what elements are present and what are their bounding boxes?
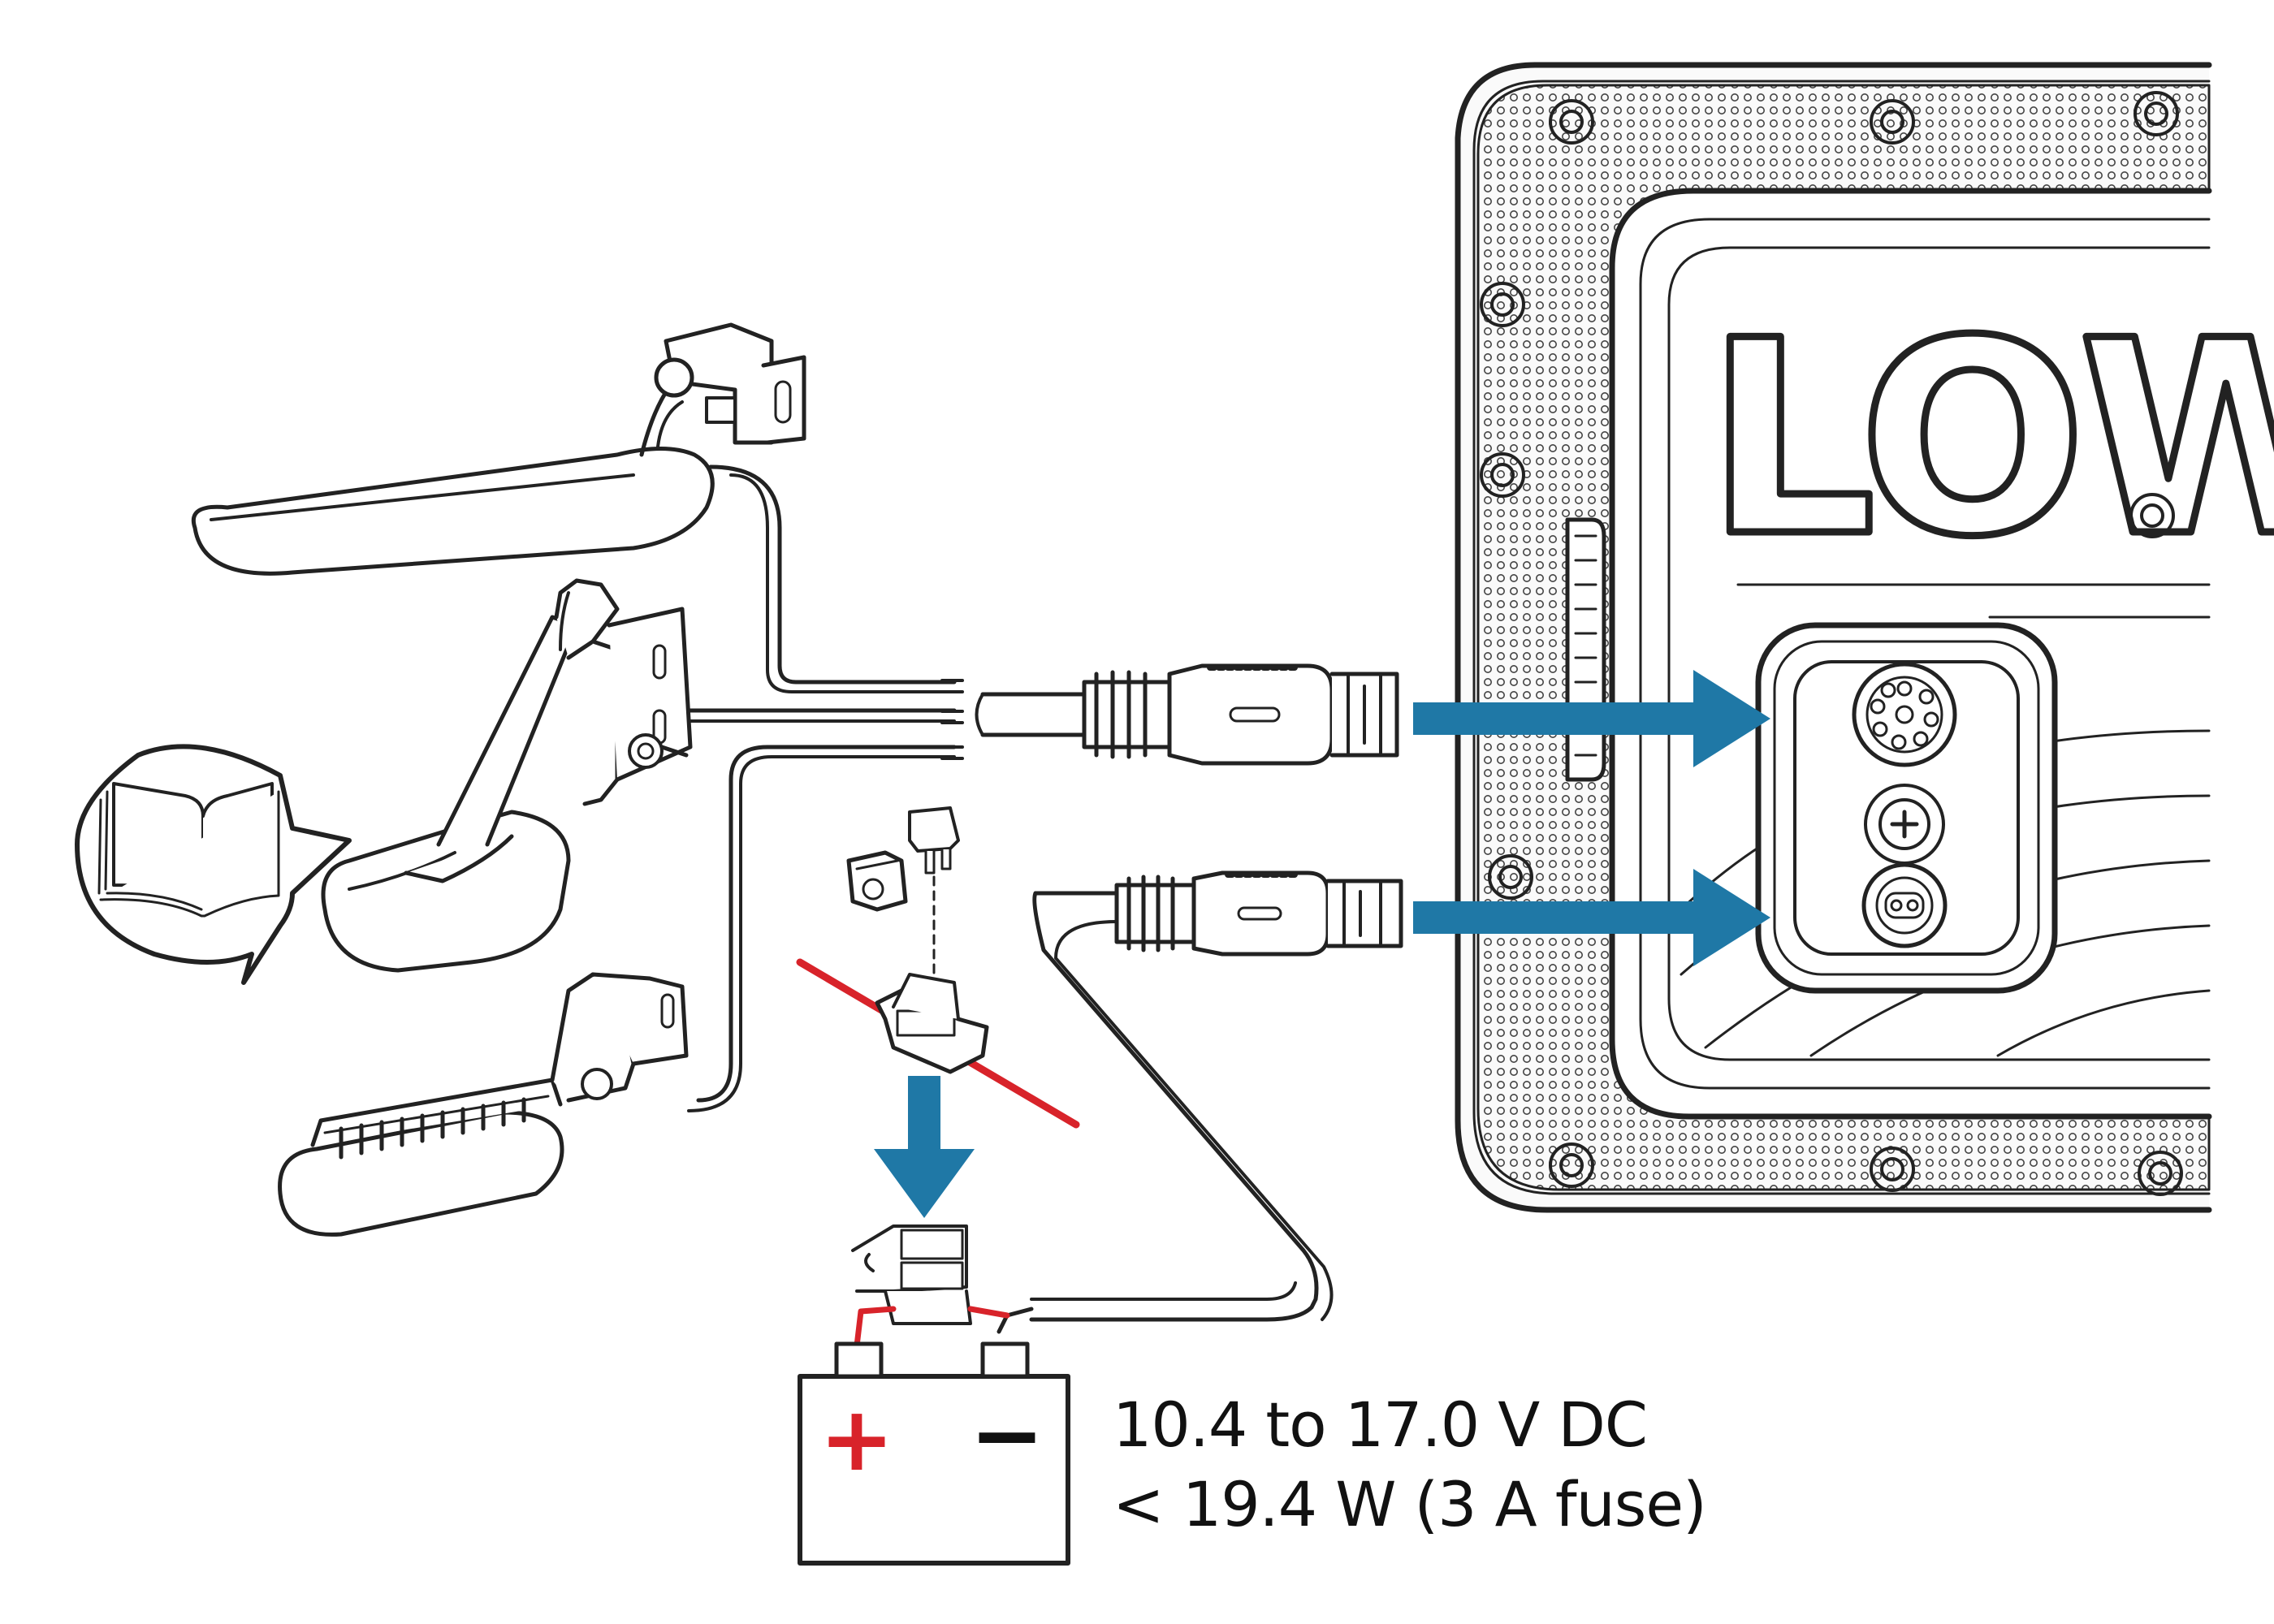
skimmer-transducer: [192, 322, 806, 576]
battery-negative-symbol: −: [970, 1383, 1044, 1487]
sidescan-transducer: [278, 972, 689, 1237]
connector-panel: [1755, 622, 2058, 994]
battery: + −: [798, 1224, 1070, 1566]
display-unit: LOW: [1455, 62, 2274, 1213]
transom-transducer: [321, 578, 693, 973]
arrow-right-icon: [1413, 670, 1770, 767]
brand-logo-text: LOW: [1706, 283, 2274, 595]
open-book-icon: [75, 744, 352, 985]
voltage-spec: 10.4 to 17.0 V DC: [1113, 1389, 1648, 1461]
sonar-cable: [664, 464, 1399, 1112]
power-cable: [996, 870, 1403, 1334]
battery-positive-symbol: +: [819, 1387, 894, 1491]
power-port: [1861, 862, 1948, 948]
arrow-right-icon: [1413, 869, 1770, 966]
arrow-down-icon: [874, 1076, 975, 1218]
sonar-port: [1852, 662, 1957, 767]
fuse-icon: [796, 806, 1080, 1129]
power-spec: < 19.4 W (3 A fuse): [1113, 1468, 1707, 1540]
